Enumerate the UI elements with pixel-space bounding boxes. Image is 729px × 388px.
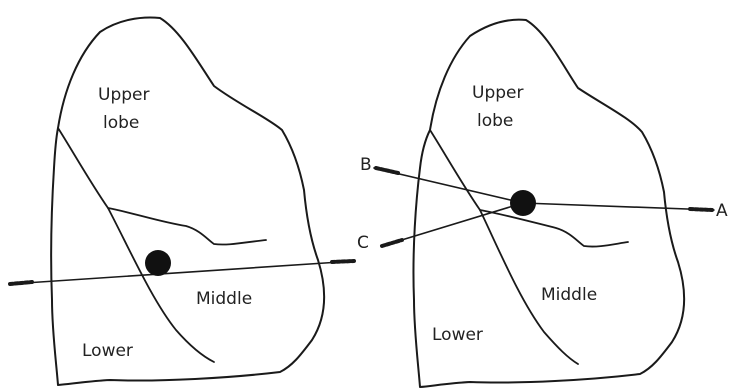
right-lung: Upper lobe Middle Lower A B C bbox=[357, 18, 728, 388]
right-tumor-marker bbox=[510, 190, 536, 216]
right-lung-outline bbox=[412, 18, 686, 388]
right-beam-c-line bbox=[381, 202, 524, 247]
left-tumor-marker bbox=[145, 250, 171, 276]
left-beam-line bbox=[9, 261, 341, 285]
right-lower-lobe-label: Lower bbox=[432, 325, 483, 345]
right-middle-lobe-label: Middle bbox=[541, 285, 597, 305]
left-upper-lobe-label-line1: Upper bbox=[98, 85, 149, 105]
left-beam-exit-segment bbox=[8, 280, 34, 286]
right-beam-c-entry-segment bbox=[380, 238, 404, 248]
left-upper-lobe-label-line2: lobe bbox=[103, 113, 139, 133]
right-oblique-fissure bbox=[429, 129, 579, 365]
left-lung-outline bbox=[50, 16, 326, 386]
right-upper-lobe-label-line2: lobe bbox=[477, 111, 513, 131]
right-beam-a-line bbox=[522, 202, 715, 211]
left-beam-entry-segment bbox=[330, 259, 356, 264]
left-oblique-fissure bbox=[57, 127, 215, 363]
right-beam-b-entry-segment bbox=[374, 166, 400, 175]
right-beam-a-label: A bbox=[716, 201, 728, 221]
right-upper-lobe-label-line1: Upper bbox=[472, 83, 523, 103]
left-horizontal-fissure bbox=[107, 207, 267, 246]
left-lower-lobe-label: Lower bbox=[82, 341, 133, 361]
right-beam-a-entry-segment bbox=[688, 207, 714, 212]
right-horizontal-fissure bbox=[479, 209, 629, 248]
left-lung: Upper lobe Middle Lower bbox=[8, 16, 356, 386]
right-beam-c-label: C bbox=[357, 233, 369, 253]
right-beam-b-label: B bbox=[360, 155, 372, 175]
left-middle-lobe-label: Middle bbox=[196, 289, 252, 309]
